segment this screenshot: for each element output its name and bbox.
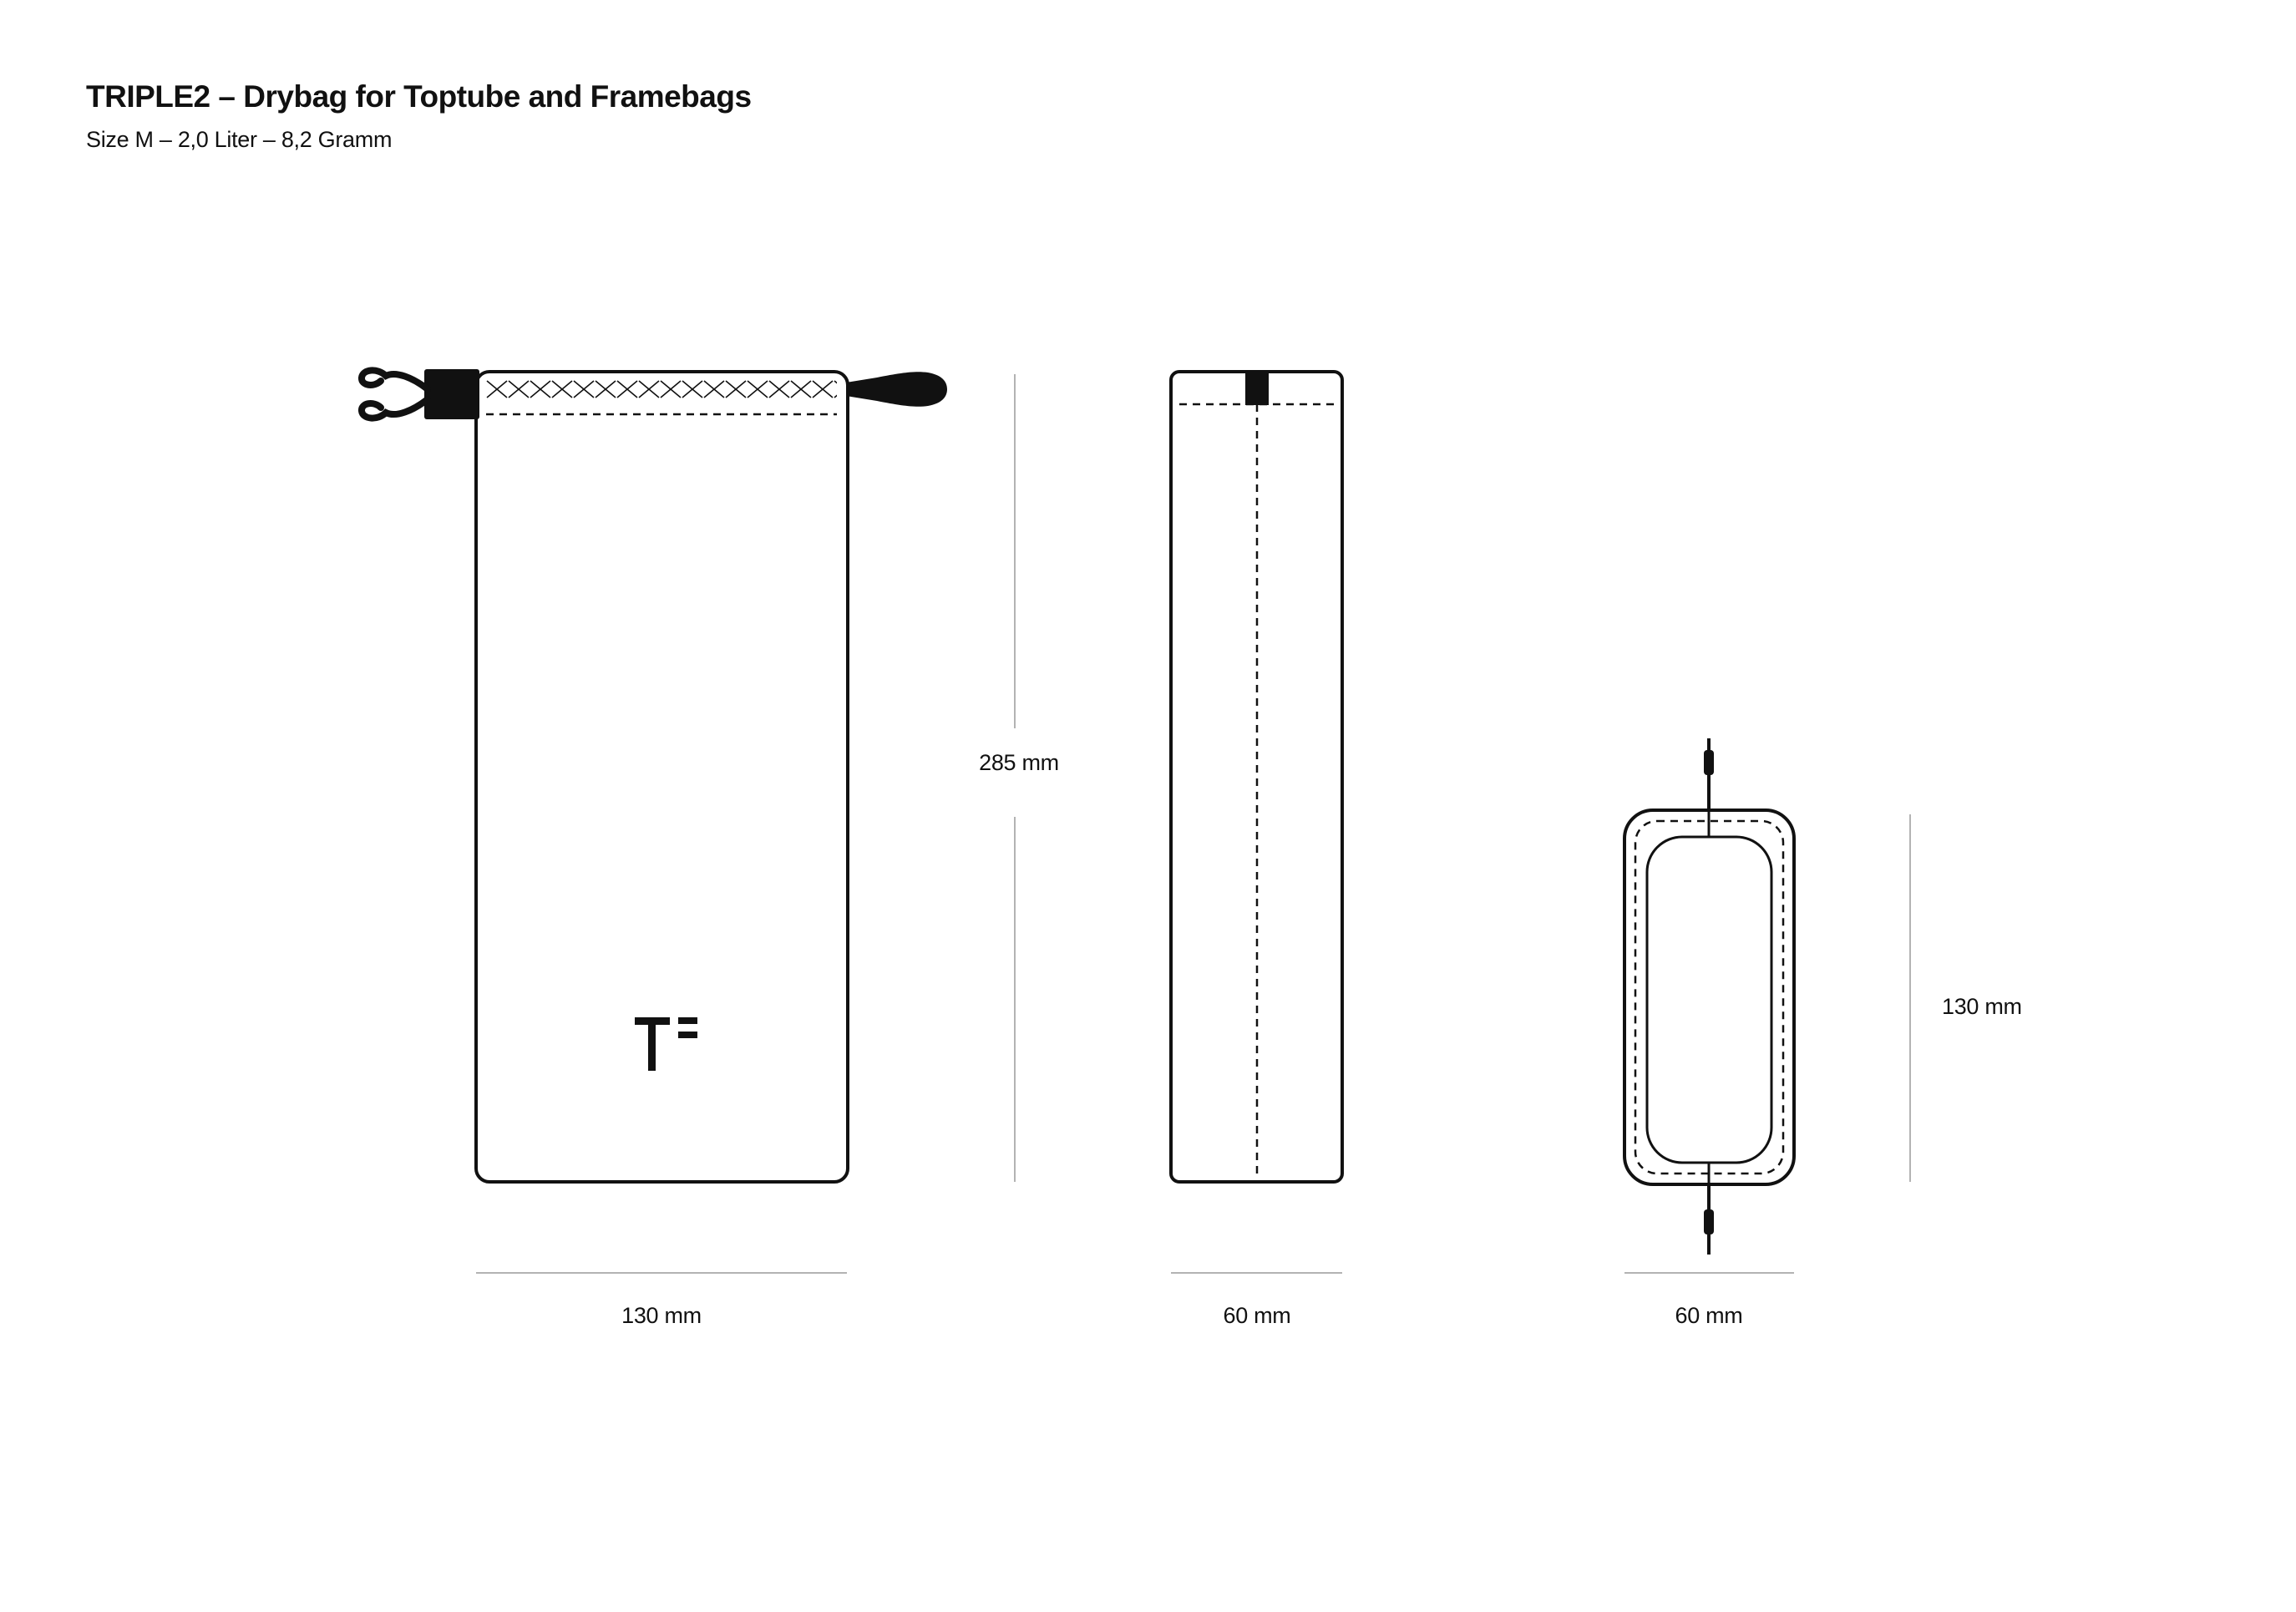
top-width-label: 60 mm (1675, 1303, 1743, 1328)
top-height-label: 130 mm (1942, 994, 2022, 1019)
page-title: TRIPLE2 – Drybag for Toptube and Frameba… (86, 79, 752, 114)
triple2-logo (635, 1017, 697, 1071)
cord-hook-icon-lower (358, 396, 431, 422)
page-subtitle: Size M – 2,0 Liter – 8,2 Gramm (86, 127, 393, 152)
front-view-drawing (358, 367, 947, 1184)
buckle-icon (424, 369, 479, 419)
cord-toggle-lower (1704, 1209, 1714, 1234)
height-label: 285 mm (979, 750, 1059, 775)
top-view-drawing (1623, 738, 1796, 1255)
dimension-lines (476, 374, 1911, 1274)
front-bag-outline (474, 370, 849, 1184)
cord-toggle-upper (1704, 750, 1714, 775)
front-width-label: 130 mm (621, 1303, 702, 1328)
rolltop-clip-icon (846, 372, 947, 407)
stitching-band (486, 378, 837, 401)
cord-hook-icon-upper (358, 367, 431, 393)
side-top-tab (1245, 370, 1269, 405)
side-view-drawing (1169, 370, 1344, 1184)
top-bag-outline (1623, 809, 1796, 1186)
side-width-label: 60 mm (1223, 1303, 1291, 1328)
